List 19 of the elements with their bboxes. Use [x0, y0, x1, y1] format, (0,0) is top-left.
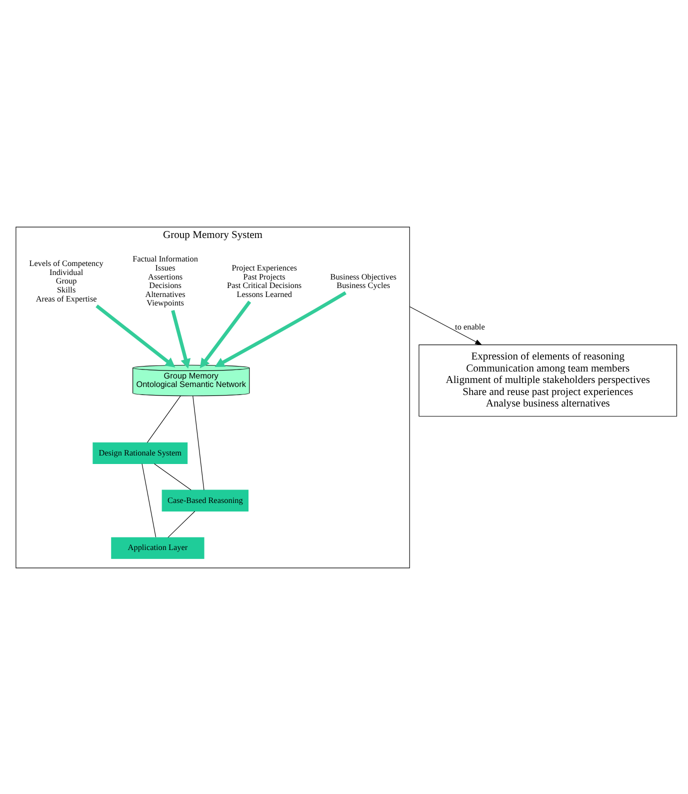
node-box: Expression of elements of reasoning Communication among team members Alignment of multiple stakeholders perspectives Share and reuse past project experiences Analyse business alternatives — [418, 344, 678, 416]
arrow — [200, 300, 252, 368]
node-box: Case-Based Reasoning — [162, 489, 249, 511]
connector — [168, 510, 196, 538]
connector — [192, 395, 204, 490]
connector — [142, 462, 156, 538]
node-text: Project Experiences Past Projects Past Critical Decisions Lessons Learned — [227, 262, 302, 298]
edge-label: to enable — [455, 322, 485, 332]
node-text: Factual Information Issues Assertions Decisions Alternatives Viewpoints — [132, 254, 198, 308]
node-text: Business Objectives Business Cycles — [330, 272, 396, 290]
arrow — [214, 290, 346, 366]
connector — [146, 395, 181, 442]
arrow — [171, 309, 191, 368]
node-text: Levels of Competency Individual Group Skills Areas of Expertise — [29, 258, 104, 303]
arrow — [96, 304, 176, 367]
connector — [154, 462, 192, 490]
node-box: Design Rationale System — [92, 442, 188, 464]
arrow — [409, 306, 482, 345]
node-box: Application Layer — [111, 536, 204, 558]
